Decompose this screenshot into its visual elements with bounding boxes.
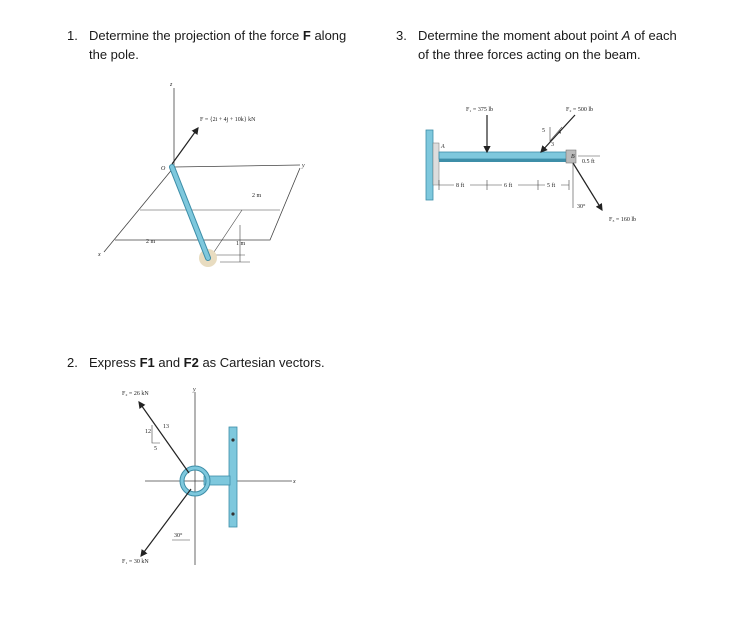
z-axis-label: z bbox=[169, 82, 173, 88]
f2-label: F₂ = 26 kN bbox=[122, 391, 149, 397]
x-axis bbox=[103, 166, 175, 253]
origin-label: O bbox=[161, 166, 166, 172]
f2-arrow bbox=[138, 401, 190, 474]
slope-triangle bbox=[151, 425, 160, 444]
triangle-label: 3 bbox=[551, 142, 554, 148]
y-axis-label: y bbox=[301, 163, 305, 169]
point-b-label: B bbox=[571, 154, 575, 160]
problem-1-number: 1. bbox=[67, 28, 78, 43]
hook-ring-highlight bbox=[180, 466, 210, 496]
dimension-label: 2 m bbox=[252, 193, 262, 199]
dimension-label: 1 m bbox=[236, 241, 246, 247]
problem-2-number: 2. bbox=[67, 355, 78, 370]
label-bg bbox=[454, 181, 470, 189]
problem-3-text: Determine the moment about point A of ea… bbox=[418, 28, 677, 62]
beam bbox=[438, 151, 570, 160]
pole-highlight bbox=[170, 165, 210, 260]
x-axis-label: x bbox=[292, 479, 296, 485]
f3-arrow bbox=[572, 162, 603, 212]
frame-line bbox=[211, 209, 243, 256]
wall bbox=[425, 129, 434, 201]
f1-label: F₁ = 375 lb bbox=[466, 107, 493, 113]
triangle-label: 5 bbox=[542, 128, 545, 134]
angle-label: 30° bbox=[174, 532, 183, 539]
dimension-label: 6 ft bbox=[504, 182, 512, 189]
beam-flange bbox=[439, 159, 569, 162]
y-axis-label: y bbox=[192, 387, 196, 393]
problem-1-text: Determine the projection of the force F … bbox=[89, 28, 347, 62]
slope-triangle bbox=[549, 126, 563, 142]
force-label: F = {2i + 4j + 10k} kN bbox=[200, 117, 256, 123]
dimension-label: 2 m bbox=[146, 239, 156, 245]
triangle-label: 13 bbox=[163, 424, 169, 430]
dimension-label: 8 ft bbox=[456, 182, 464, 189]
angle-label: 30° bbox=[577, 203, 586, 210]
f3-label: F₃ = 160 lb bbox=[609, 217, 636, 223]
frame-lines bbox=[115, 167, 301, 241]
y-axis bbox=[173, 164, 301, 168]
problem-2: 2. Express F1 and F2 as Cartesian vector… bbox=[67, 353, 367, 373]
beam-end-bracket bbox=[565, 149, 577, 164]
x-axis-label: x bbox=[97, 252, 101, 258]
label-bg bbox=[502, 181, 518, 189]
bolt bbox=[231, 512, 235, 516]
dimension-label: 0.5 ft bbox=[582, 158, 595, 165]
f1-label: F₁ = 30 kN bbox=[122, 559, 149, 565]
f2-label: F₂ = 500 lb bbox=[566, 107, 593, 113]
force-arrow bbox=[171, 127, 199, 165]
bolt bbox=[231, 438, 235, 442]
f2-arrow bbox=[540, 114, 576, 153]
hook-shank bbox=[203, 475, 231, 486]
problem-1: 1. Determine the projection of the force… bbox=[67, 26, 357, 66]
triangle-label: 5 bbox=[154, 446, 157, 452]
problem-3: 3. Determine the moment about point A of… bbox=[396, 26, 686, 86]
f1-arrow bbox=[140, 488, 192, 557]
point-a-label: A bbox=[440, 144, 445, 150]
triangle-label: 12 bbox=[145, 429, 151, 435]
wall-bracket bbox=[432, 142, 440, 186]
triangle-label: 4 bbox=[558, 130, 561, 136]
problem-3-number: 3. bbox=[396, 28, 407, 43]
dimension-label: 5 ft bbox=[547, 182, 555, 189]
problem-2-text: Express F1 and F2 as Cartesian vectors. bbox=[89, 355, 325, 370]
label-bg bbox=[545, 181, 561, 189]
